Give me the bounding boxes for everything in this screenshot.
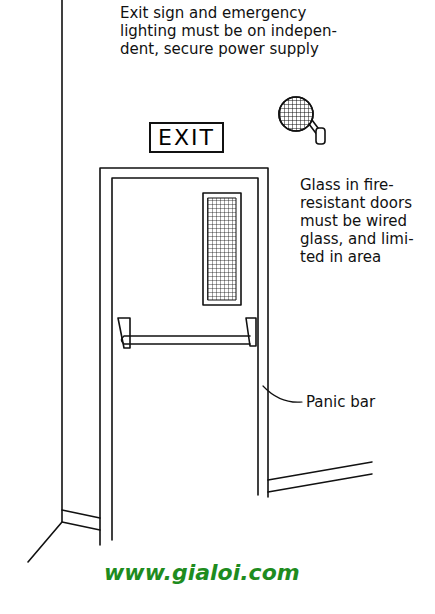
door-window [203,193,241,305]
exit-sign: EXIT [149,122,224,153]
wall-plate [316,128,325,144]
door-frame [100,168,268,545]
door-leaf [112,178,258,540]
baseboard [62,510,100,530]
leader-line [263,386,302,402]
emergency-light-rim [279,97,313,131]
wall-corner [28,0,62,562]
emergency-light [279,97,313,131]
sign-text: EXIT [158,125,215,150]
wired-glass [208,198,236,300]
power-note: Exit sign and emergency lighting must be… [120,4,356,58]
panic-bar [122,336,251,344]
baseboard [268,462,372,492]
panic-bar-bracket [246,318,256,346]
glass-note: Glass in fire- resistant doors must be w… [300,176,430,266]
watermark: www.gialoi.com [104,560,344,586]
part-label: Panic bar [306,393,416,411]
